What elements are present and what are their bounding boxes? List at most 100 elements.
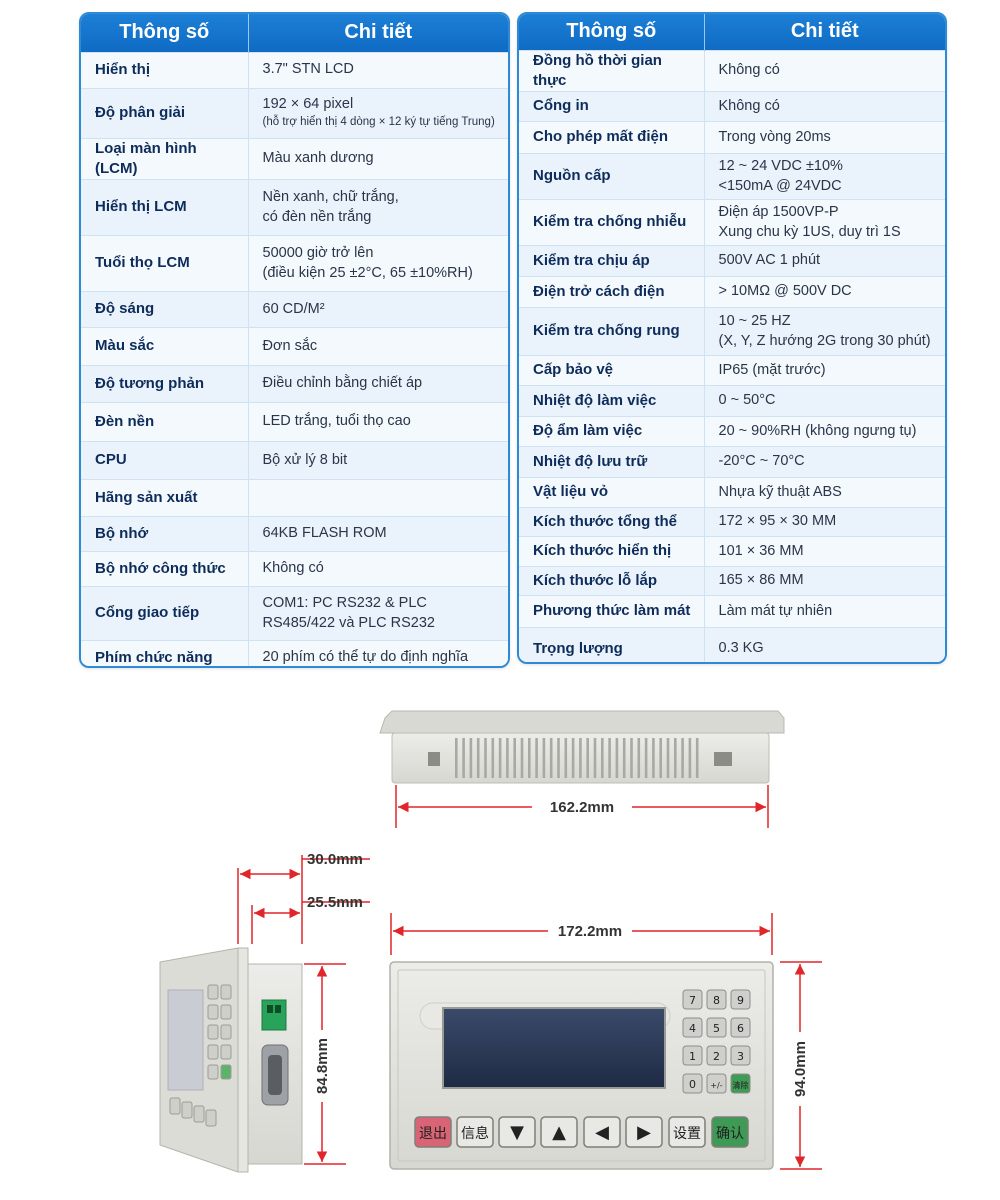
spec-value: 10 ~ 25 HZ(X, Y, Z hướng 2G trong 30 phú…: [704, 307, 945, 356]
side-key: [207, 984, 219, 1000]
spec-value: 50000 giờ trở lên(điều kiện 25 ±2°C, 65 …: [248, 235, 508, 292]
table-row: Màu sắc Đơn sắc: [81, 327, 508, 366]
vent-slot: [549, 738, 553, 778]
front-height-label: 94.0mm: [792, 1041, 809, 1097]
table-row: Nhiệt độ lưu trữ -20°C ~ 70°C: [519, 446, 945, 478]
spec-value: [248, 479, 508, 517]
table-row: Hiển thị 3.7" STN LCD: [81, 51, 508, 88]
table-row: Hiển thị LCM Nền xanh, chữ trắng,có đèn …: [81, 179, 508, 236]
table-row: Bộ nhớ 64KB FLASH ROM: [81, 516, 508, 552]
keypad-key[interactable]: 3: [730, 1045, 751, 1066]
table-row: Cấp bảo vệ IP65 (mặt trước): [519, 355, 945, 386]
vent-slot: [535, 738, 538, 778]
exit-key-label: 退出: [419, 1126, 447, 1142]
keypad-key[interactable]: 5: [706, 1017, 727, 1038]
spec-value: 20 phím có thể tự do định nghĩa: [248, 640, 508, 666]
info-key[interactable]: 信息: [456, 1116, 494, 1148]
top-view-device: [379, 710, 785, 784]
spec-value: 0 ~ 50°C: [704, 385, 945, 417]
exit-key[interactable]: 退出: [414, 1116, 452, 1148]
table-row: Bộ nhớ công thức Không có: [81, 551, 508, 587]
keypad-key[interactable]: 7: [682, 989, 703, 1010]
confirm-key[interactable]: 确认: [711, 1116, 749, 1148]
table-row: Cho phép mất điện Trong vòng 20ms: [519, 121, 945, 154]
spec-key: Độ tương phản: [81, 365, 249, 403]
left-key-face: [583, 1116, 621, 1148]
spec-key: Hãng sản xuất: [81, 479, 249, 517]
spec-value: > 10MΩ @ 500V DC: [704, 276, 945, 308]
keypad-key[interactable]: 8: [706, 989, 727, 1010]
spec-key: Kích thước lỗ lắp: [519, 566, 705, 596]
spec-value: Không có: [704, 91, 945, 122]
table-row: Độ ẩm làm việc 20 ~ 90%RH (không ngưng t…: [519, 416, 945, 447]
spec-value-note: (hỗ trợ hiển thị 4 dòng × 12 ký tự tiếng…: [262, 116, 495, 129]
vent-slot: [644, 738, 648, 778]
settings-key-face: [668, 1116, 706, 1148]
keypad-key-label: 5: [713, 1022, 720, 1035]
column-header-detail: Chi tiết: [704, 14, 945, 50]
vent-slot: [615, 738, 619, 778]
vent-slot: [506, 738, 509, 778]
vent-slot: [498, 738, 502, 778]
front-height-dimension: 94.0mm: [780, 961, 822, 1170]
vent-slot: [528, 738, 531, 778]
side-key: [181, 1101, 193, 1119]
spec-value: 20 ~ 90%RH (không ngưng tụ): [704, 416, 945, 447]
keypad-key[interactable]: 9: [730, 989, 751, 1010]
up-key[interactable]: ▲: [540, 1116, 578, 1148]
side-key: [220, 1064, 232, 1080]
side-depth-dimensions: 30.0mm 25.5mm: [237, 851, 370, 944]
keypad-key-face: [706, 1017, 727, 1038]
left-key[interactable]: ◀: [583, 1116, 621, 1148]
table-row: Loại màn hình (LCM) Màu xanh dương: [81, 137, 508, 180]
side-keys: [169, 984, 232, 1127]
spec-value-line: Nền xanh, chữ trắng,: [262, 188, 399, 205]
vent-slot: [571, 738, 575, 778]
side-depth-body-label: 25.5mm: [307, 894, 363, 911]
spec-value-line: RS485/422 và PLC RS232: [262, 614, 436, 631]
vent-slot: [688, 738, 692, 778]
keypad-key[interactable]: 4: [682, 1017, 703, 1038]
down-key[interactable]: ▼: [498, 1116, 536, 1148]
spec-value: Trong vòng 20ms: [704, 121, 945, 154]
vent-slot: [476, 738, 480, 778]
keypad-key[interactable]: 2: [706, 1045, 727, 1066]
keypad-key[interactable]: 6: [730, 1017, 751, 1038]
keypad-key[interactable]: 0: [682, 1073, 703, 1094]
side-key: [193, 1105, 205, 1123]
table-row: Trọng lượng 0.3 KG: [519, 627, 945, 662]
keypad-key[interactable]: +/-: [706, 1073, 727, 1094]
top-width-dimension: 162.2mm: [395, 785, 769, 828]
spec-key: Điện trở cách điện: [519, 276, 705, 308]
vent-slot: [674, 738, 677, 778]
vent-slot: [637, 738, 641, 778]
right-key[interactable]: ▶: [625, 1116, 663, 1148]
table-row: Đèn nền LED trắng, tuổi thọ cao: [81, 402, 508, 442]
vent-slot: [557, 738, 560, 778]
spec-value: Không có: [704, 49, 945, 92]
vent-slot: [608, 738, 611, 778]
vent-slot: [579, 738, 582, 778]
side-depth-total-label: 30.0mm: [307, 851, 363, 868]
column-header-parameter: Thông số: [81, 14, 249, 52]
spec-key: Màu sắc: [81, 327, 249, 366]
up-key-face: [540, 1116, 578, 1148]
table-row: Kích thước hiển thị 101 × 36 MM: [519, 536, 945, 567]
keypad-key-face: [682, 989, 703, 1010]
side-key: [220, 1004, 232, 1020]
spec-value-line: 10 ~ 25 HZ: [718, 312, 791, 329]
keypad-key[interactable]: 清除: [730, 1073, 751, 1094]
vent-slot: [681, 738, 684, 778]
spec-value: Điều chỉnh bằng chiết áp: [248, 365, 508, 403]
info-key-label: 信息: [461, 1125, 489, 1142]
keypad-key[interactable]: 1: [682, 1045, 703, 1066]
keypad-key-face: [682, 1045, 703, 1066]
keypad-key-face: [706, 1045, 727, 1066]
confirm-key-face: [711, 1116, 749, 1148]
spec-value: IP65 (mặt trước): [704, 355, 945, 386]
settings-key[interactable]: 设置: [668, 1116, 706, 1148]
spec-value: Màu xanh dương: [248, 137, 508, 180]
